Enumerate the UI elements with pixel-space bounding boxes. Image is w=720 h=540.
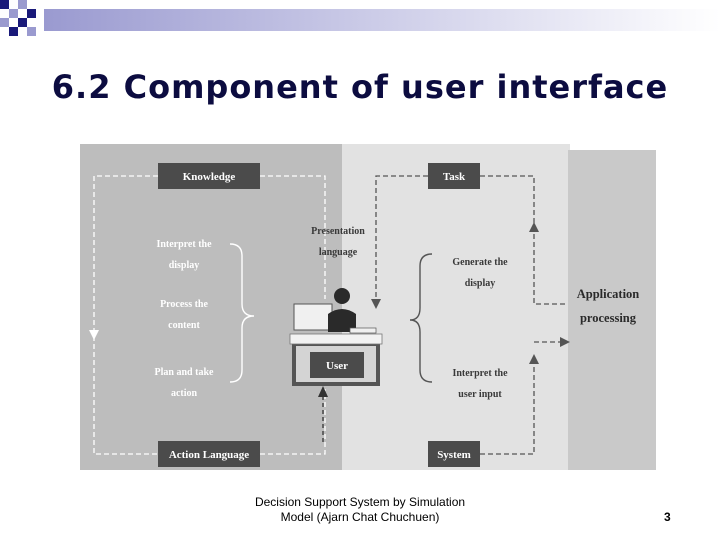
- task-label: Task: [443, 171, 466, 183]
- arrow-right-icon: [560, 337, 570, 347]
- right-panel: [342, 144, 570, 470]
- arrow-down-icon: [89, 330, 99, 340]
- presentation-language-line2: language: [319, 247, 358, 258]
- user-box: [310, 352, 364, 378]
- slide-footer: Decision Support System by Simulation Mo…: [240, 495, 480, 525]
- arrow-down-icon: [371, 299, 381, 309]
- arrow-up-icon: [529, 354, 539, 364]
- application-processing-line1: Application: [577, 287, 640, 301]
- interpret-input-line1: Interpret the: [452, 368, 508, 379]
- plan-action-line2: action: [171, 388, 198, 399]
- right-brace: [409, 253, 433, 383]
- action-language-box: [158, 441, 260, 467]
- interpret-input-line2: user input: [458, 389, 502, 400]
- left-loop: [93, 175, 326, 455]
- application-processing-line2: processing: [580, 311, 637, 325]
- arrow-up-icon: [318, 386, 328, 397]
- footer-line-1: Decision Support System by Simulation: [254, 495, 466, 509]
- action-language-label: Action Language: [169, 449, 249, 461]
- header-decoration: [0, 0, 720, 36]
- user-interface-diagram: Knowledge Task User Action Language Syst…: [80, 144, 656, 470]
- generate-display-line2: display: [465, 278, 496, 289]
- application-panel: [568, 150, 656, 470]
- interpret-display-line2: display: [169, 260, 200, 271]
- system-label: System: [437, 449, 471, 461]
- presentation-language-line1: Presentation: [311, 226, 365, 237]
- plan-action-line1: Plan and take: [155, 367, 214, 378]
- left-brace: [229, 243, 255, 383]
- process-content-line2: content: [168, 320, 200, 331]
- task-box: [428, 163, 480, 189]
- user-label: User: [326, 360, 348, 372]
- slide-title: 6.2 Component of user interface: [51, 68, 669, 106]
- avatar: [334, 288, 350, 304]
- arrow-up-icon: [529, 222, 539, 232]
- system-box: [428, 441, 480, 467]
- page-number: 3: [664, 510, 671, 524]
- footer-line-2: Model (Ajarn Chat Chuchuen): [280, 510, 440, 524]
- knowledge-box: [158, 163, 260, 189]
- interpret-display-line1: Interpret the: [156, 239, 212, 250]
- process-content-line1: Process the: [160, 299, 208, 310]
- knowledge-label: Knowledge: [183, 171, 236, 183]
- generate-display-line1: Generate the: [452, 257, 508, 268]
